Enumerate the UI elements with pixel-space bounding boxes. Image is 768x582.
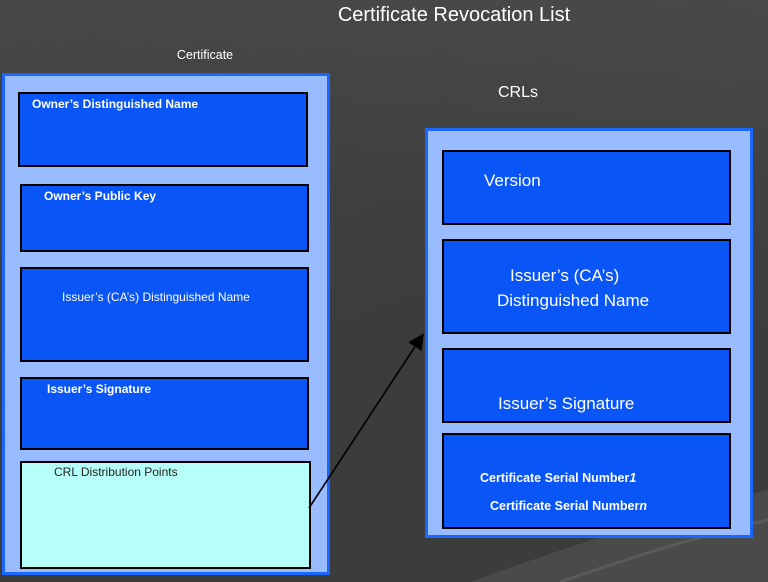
- owner-dn-label: Owner’s Distinguished Name: [32, 97, 199, 111]
- serial-number-n-index: n: [639, 499, 647, 513]
- issuer-signature-label: Issuer’s Signature: [47, 382, 152, 396]
- crl-version-field: Version: [442, 150, 731, 225]
- crl-signature-field: Issuer’s Signature: [442, 348, 731, 423]
- crl-serial-numbers-field: Certificate Serial Number1 Certificate S…: [442, 433, 731, 529]
- issuer-dn-label: Issuer’s (CA’s) Distinguished Name: [62, 290, 250, 304]
- serial-number-1: Certificate Serial Number1: [480, 471, 636, 485]
- crl-issuer-dn-line1: Issuer’s (CA’s): [510, 266, 620, 285]
- crl-distribution-points-field: CRL Distribution Points: [20, 461, 311, 569]
- crl-version-label: Version: [484, 171, 541, 190]
- crls-panel: Version Issuer’s (CA’s) Distinguished Na…: [425, 128, 753, 538]
- serial-number-1-text: Certificate Serial Number: [480, 471, 630, 485]
- crl-issuer-dn-line2: Distinguished Name: [497, 291, 650, 310]
- certificate-panel: Owner’s Distinguished Name Owner’s Publi…: [2, 73, 330, 575]
- issuer-signature-field: Issuer’s Signature: [20, 377, 309, 450]
- crl-distribution-points-label: CRL Distribution Points: [54, 465, 178, 479]
- owner-dn-field: Owner’s Distinguished Name: [18, 92, 308, 167]
- owner-public-key-label: Owner’s Public Key: [44, 189, 157, 203]
- serial-number-n: Certificate Serial Numbern: [490, 499, 647, 513]
- certificate-title: Certificate: [176, 48, 234, 62]
- serial-number-n-text: Certificate Serial Number: [490, 499, 640, 513]
- serial-number-1-index: 1: [629, 471, 637, 485]
- page-title: Certificate Revocation List: [337, 4, 571, 26]
- issuer-dn-field: Issuer’s (CA’s) Distinguished Name: [20, 267, 309, 362]
- crl-signature-label: Issuer’s Signature: [498, 394, 635, 413]
- crl-issuer-dn-field: Issuer’s (CA’s) Distinguished Name: [442, 239, 731, 334]
- crls-title: CRLs: [497, 84, 538, 101]
- owner-public-key-field: Owner’s Public Key: [20, 184, 309, 252]
